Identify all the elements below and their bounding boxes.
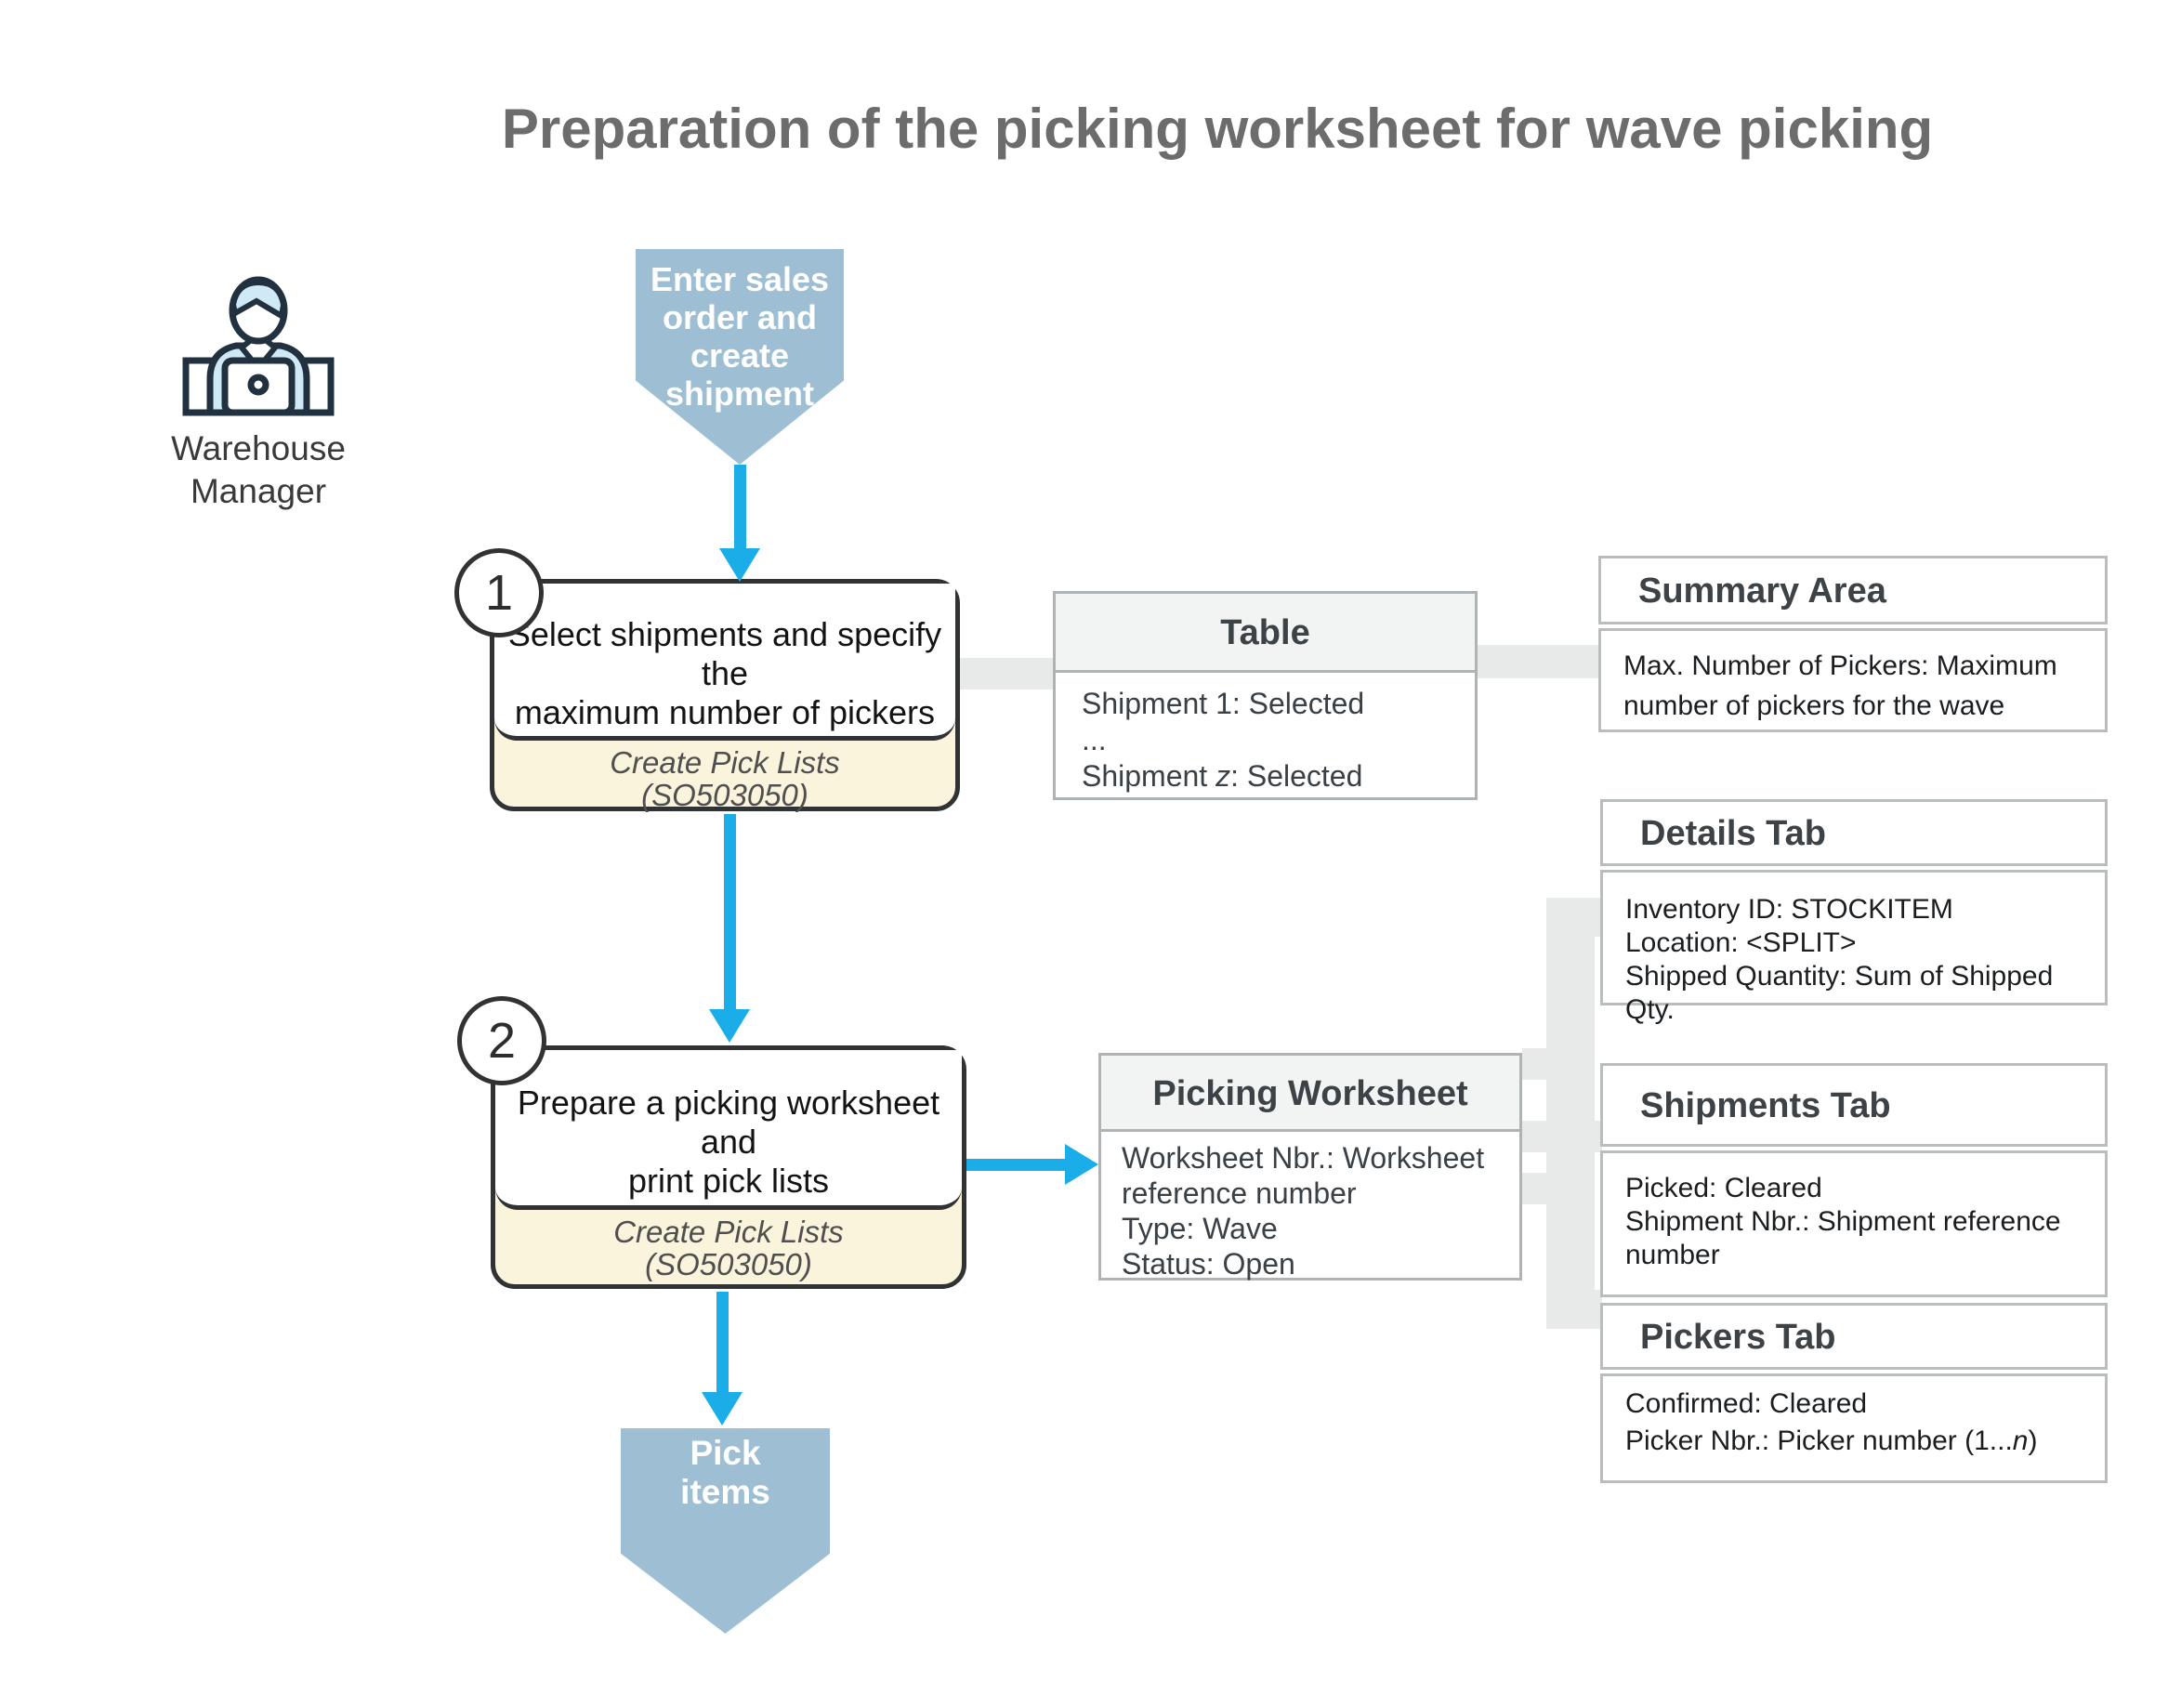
arrow-start-to-step1-head	[719, 548, 760, 582]
step1-screen-label: Create Pick Lists(SO503050)	[610, 745, 840, 812]
arrow-step2-to-end-head	[702, 1392, 742, 1426]
connector-branch-details	[1546, 898, 1602, 937]
step2-screen-label: Create Pick Lists(SO503050)	[613, 1215, 844, 1281]
table-box-body: Shipment 1: Selected...Shipment z: Selec…	[1082, 687, 1365, 793]
table-box: Table Shipment 1: Selected...Shipment z:…	[1053, 591, 1478, 800]
connector-table-to-summary	[1478, 645, 1600, 678]
connector-spine	[1546, 898, 1595, 1329]
summary-area-title: Summary Area	[1598, 556, 2108, 624]
connector-stub-shipments	[1522, 1121, 1602, 1152]
step1-number-badge: 1	[454, 548, 544, 637]
connector-step1-to-table	[960, 658, 1057, 690]
arrow-step1-to-step2-shaft	[724, 814, 736, 1011]
arrow-step1-to-step2-head	[709, 1009, 750, 1043]
picking-worksheet-body: Worksheet Nbr.: Worksheet reference numb…	[1122, 1141, 1485, 1281]
table-box-title: Table	[1056, 594, 1475, 673]
connector-branch-pickers	[1546, 1290, 1602, 1329]
pickers-tab-title: Pickers Tab	[1600, 1303, 2108, 1370]
arrow-step2-to-end-shaft	[716, 1292, 729, 1394]
picking-worksheet-title: Picking Worksheet	[1101, 1056, 1519, 1132]
arrow-step2-to-worksheet-shaft	[966, 1159, 1067, 1171]
arrow-step2-to-worksheet-head	[1065, 1144, 1098, 1185]
step2-number-badge: 2	[457, 996, 546, 1085]
picking-worksheet-box: Picking Worksheet Worksheet Nbr.: Worksh…	[1098, 1053, 1522, 1281]
shipments-tab-title: Shipments Tab	[1600, 1063, 2108, 1147]
connector-stub-details	[1522, 1048, 1595, 1080]
details-tab-title: Details Tab	[1600, 799, 2108, 866]
page-title: Preparation of the picking worksheet for…	[501, 98, 1934, 160]
summary-area-body: Max. Number of Pickers: Maximum number o…	[1598, 628, 2108, 732]
connector-stub-pickers	[1522, 1173, 1595, 1204]
arrow-start-to-step1-shaft	[734, 465, 746, 552]
warehouse-manager-icon	[180, 269, 336, 424]
